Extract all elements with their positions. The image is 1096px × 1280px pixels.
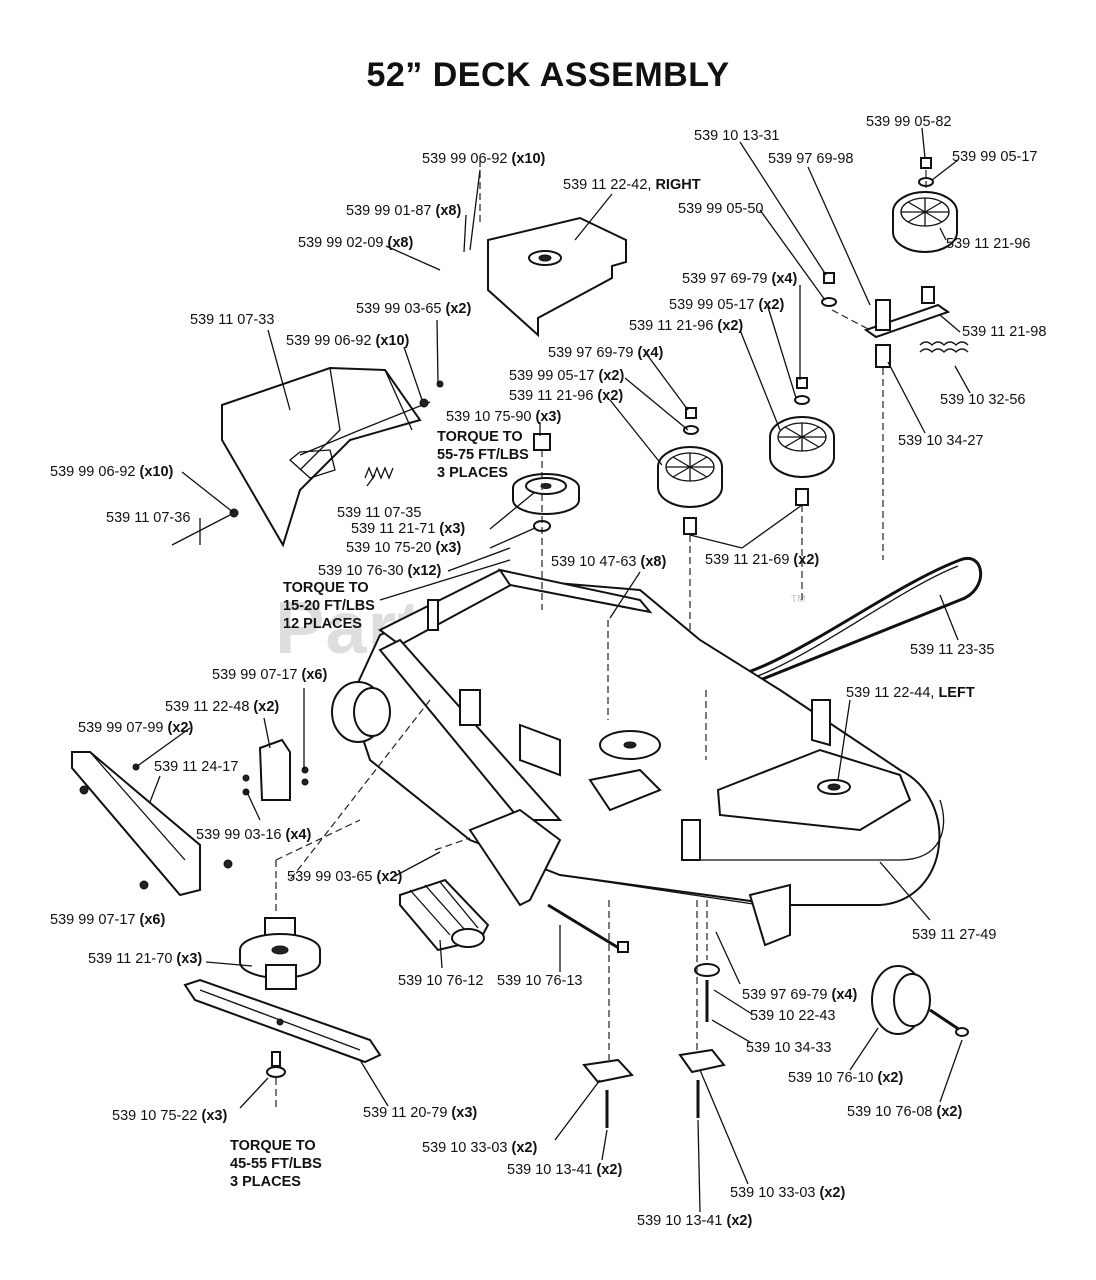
right-pulley-cover	[487, 216, 627, 338]
part-label: 539 11 22-42, RIGHT	[563, 177, 701, 193]
part-label: 539 10 76-13	[497, 973, 583, 989]
part-label: 539 99 05-17	[952, 149, 1038, 165]
part-label: 539 10 75-22 (x3)	[112, 1108, 228, 1124]
part-label: 539 97 69-98	[768, 151, 854, 167]
part-label: 539 99 07-17 (x6)	[212, 667, 328, 683]
baffle-plate	[71, 751, 233, 897]
part-label: 539 11 21-96	[946, 236, 1031, 252]
height-plate-right	[678, 963, 726, 1118]
part-label: 539 10 75-90 (x3)	[446, 409, 562, 425]
part-label: 539 11 07-35	[337, 505, 422, 521]
deck-front-arm	[427, 599, 791, 947]
mower-blade	[183, 978, 382, 1064]
part-label: 539 10 47-63 (x8)	[551, 554, 667, 570]
part-label: 539 99 05-50	[678, 201, 764, 217]
part-label: 539 97 69-79 (x4)	[682, 271, 798, 287]
part-label: 539 11 21-98	[962, 324, 1047, 340]
idler-pulley-right	[769, 377, 835, 506]
gauge-wheel-left	[331, 681, 391, 743]
part-label: 539 99 03-65 (x2)	[356, 301, 472, 317]
part-label: 539 11 23-35	[910, 642, 995, 658]
baffle-bracket	[242, 738, 309, 801]
part-label: 539 11 21-71 (x3)	[351, 521, 466, 537]
part-label: 539 10 22-43	[750, 1008, 836, 1024]
height-plate-left	[582, 1058, 634, 1128]
part-label: 539 99 03-65 (x2)	[287, 869, 403, 885]
idler-pulley-left	[657, 407, 723, 535]
part-label: 539 97 69-79 (x4)	[548, 345, 664, 361]
part-label: 539 99 05-82	[866, 114, 952, 130]
part-label: 539 99 06-92 (x10)	[422, 151, 546, 167]
part-label: 539 10 34-27	[898, 433, 984, 449]
assembly-centerlines	[275, 160, 927, 1110]
part-label: 539 10 75-20 (x3)	[346, 540, 462, 556]
part-label: 539 11 21-70 (x3)	[88, 951, 203, 967]
anti-scalp-roller	[399, 878, 490, 952]
part-label: 539 99 07-99 (x2)	[78, 720, 194, 736]
deck-lift-arm-rear	[378, 568, 653, 821]
idler-arm-assembly	[821, 157, 969, 368]
part-label: 539 11 07-36	[106, 510, 191, 526]
part-label: 539 99 06-92 (x10)	[286, 333, 410, 349]
part-label: 539 11 22-44, LEFT	[846, 685, 975, 701]
part-label: 539 11 27-49	[912, 927, 997, 943]
part-label: 539 11 07-33	[190, 312, 275, 328]
deck-center-pulley	[599, 730, 661, 760]
part-label: 539 10 32-56	[940, 392, 1026, 408]
part-label: 539 10 76-10 (x2)	[788, 1070, 904, 1086]
part-label: 539 99 05-17 (x2)	[669, 297, 785, 313]
center-pulley	[512, 433, 580, 532]
chute-spring	[364, 466, 394, 480]
part-label: 539 11 22-48 (x2)	[165, 699, 280, 715]
gauge-wheel-right	[871, 965, 969, 1037]
part-label: 539 10 33-03 (x2)	[422, 1140, 538, 1156]
part-label: 539 99 05-17 (x2)	[509, 368, 625, 384]
part-label: 539 11 20-79 (x3)	[363, 1105, 478, 1121]
deck-left-cover	[716, 699, 912, 832]
part-label: 539 97 69-79 (x4)	[742, 987, 858, 1003]
part-label: 539 10 33-03 (x2)	[730, 1185, 846, 1201]
part-label: 539 11 21-96 (x2)	[509, 388, 624, 404]
part-label: 539 10 13-41 (x2)	[507, 1162, 623, 1178]
part-label: 539 10 76-30 (x12)	[318, 563, 442, 579]
leader-lines	[135, 127, 971, 1213]
part-label: 539 11 21-69 (x2)	[705, 552, 820, 568]
part-label: 539 10 34-33	[746, 1040, 832, 1056]
part-label: 539 10 13-31	[694, 128, 780, 144]
roller-axle	[547, 903, 629, 953]
part-label: 539 99 06-92 (x10)	[50, 464, 174, 480]
part-label: 539 99 01-87 (x8)	[346, 203, 462, 219]
discharge-chute	[171, 366, 444, 548]
part-label: 539 10 76-12	[398, 973, 484, 989]
part-label: 539 11 24-17	[154, 759, 239, 775]
spindle-assembly	[239, 917, 321, 990]
part-label: 539 99 02-09 (x8)	[298, 235, 414, 251]
part-label: 539 10 13-41 (x2)	[637, 1213, 753, 1229]
part-label: 539 99 03-16 (x4)	[196, 827, 312, 843]
part-label: 539 10 76-08 (x2)	[847, 1104, 963, 1120]
watermark-trademark: TM	[791, 594, 806, 605]
blade-bolt-washer	[266, 1051, 286, 1078]
part-label: 539 99 07-17 (x6)	[50, 912, 166, 928]
part-label: 539 11 21-96 (x2)	[629, 318, 744, 334]
page-title: 52” DECK ASSEMBLY	[366, 56, 730, 94]
